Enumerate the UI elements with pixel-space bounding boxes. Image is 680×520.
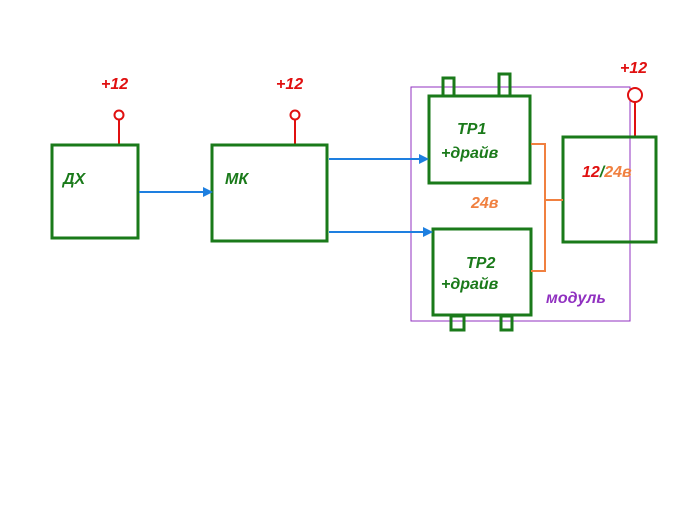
power-label-mk: +12: [276, 76, 303, 93]
module-label: модуль: [546, 290, 606, 307]
block-dh: [50, 143, 140, 240]
power-terminal-psu: [627, 87, 643, 137]
signal-mk-to-tr1: [329, 154, 429, 164]
psu-label-12: 12: [582, 164, 600, 181]
block-psu: [561, 135, 658, 244]
tr1-pins: [441, 72, 512, 98]
signal-dh-to-mk: [139, 187, 213, 197]
power-terminal-mk: [289, 109, 301, 145]
block-mk-label: МК: [225, 171, 249, 188]
block-dh-label: ДХ: [61, 171, 87, 188]
power-label-dh: +12: [101, 76, 128, 93]
block-tr2-name: TP2: [466, 255, 495, 272]
block-tr1-driver: +драйв: [441, 145, 499, 162]
module-boundary: [410, 86, 631, 322]
block-tr2-driver: +драйв: [441, 276, 499, 293]
block-tr1-name: TP1: [457, 121, 486, 138]
power-label-psu: +12: [620, 60, 647, 77]
block-psu-label: 12/24в: [582, 164, 632, 181]
block-mk: [210, 143, 329, 243]
psu-label-24: 24в: [603, 164, 632, 181]
tr2-pins: [449, 314, 514, 332]
block-tr1: [427, 94, 532, 185]
voltage-24-label: 24в: [470, 195, 499, 212]
signal-mk-to-tr2: [329, 227, 433, 237]
power-terminal-dh: [113, 109, 125, 145]
power-link-bracket: [531, 143, 563, 272]
psu-label-sep: /: [599, 164, 606, 181]
